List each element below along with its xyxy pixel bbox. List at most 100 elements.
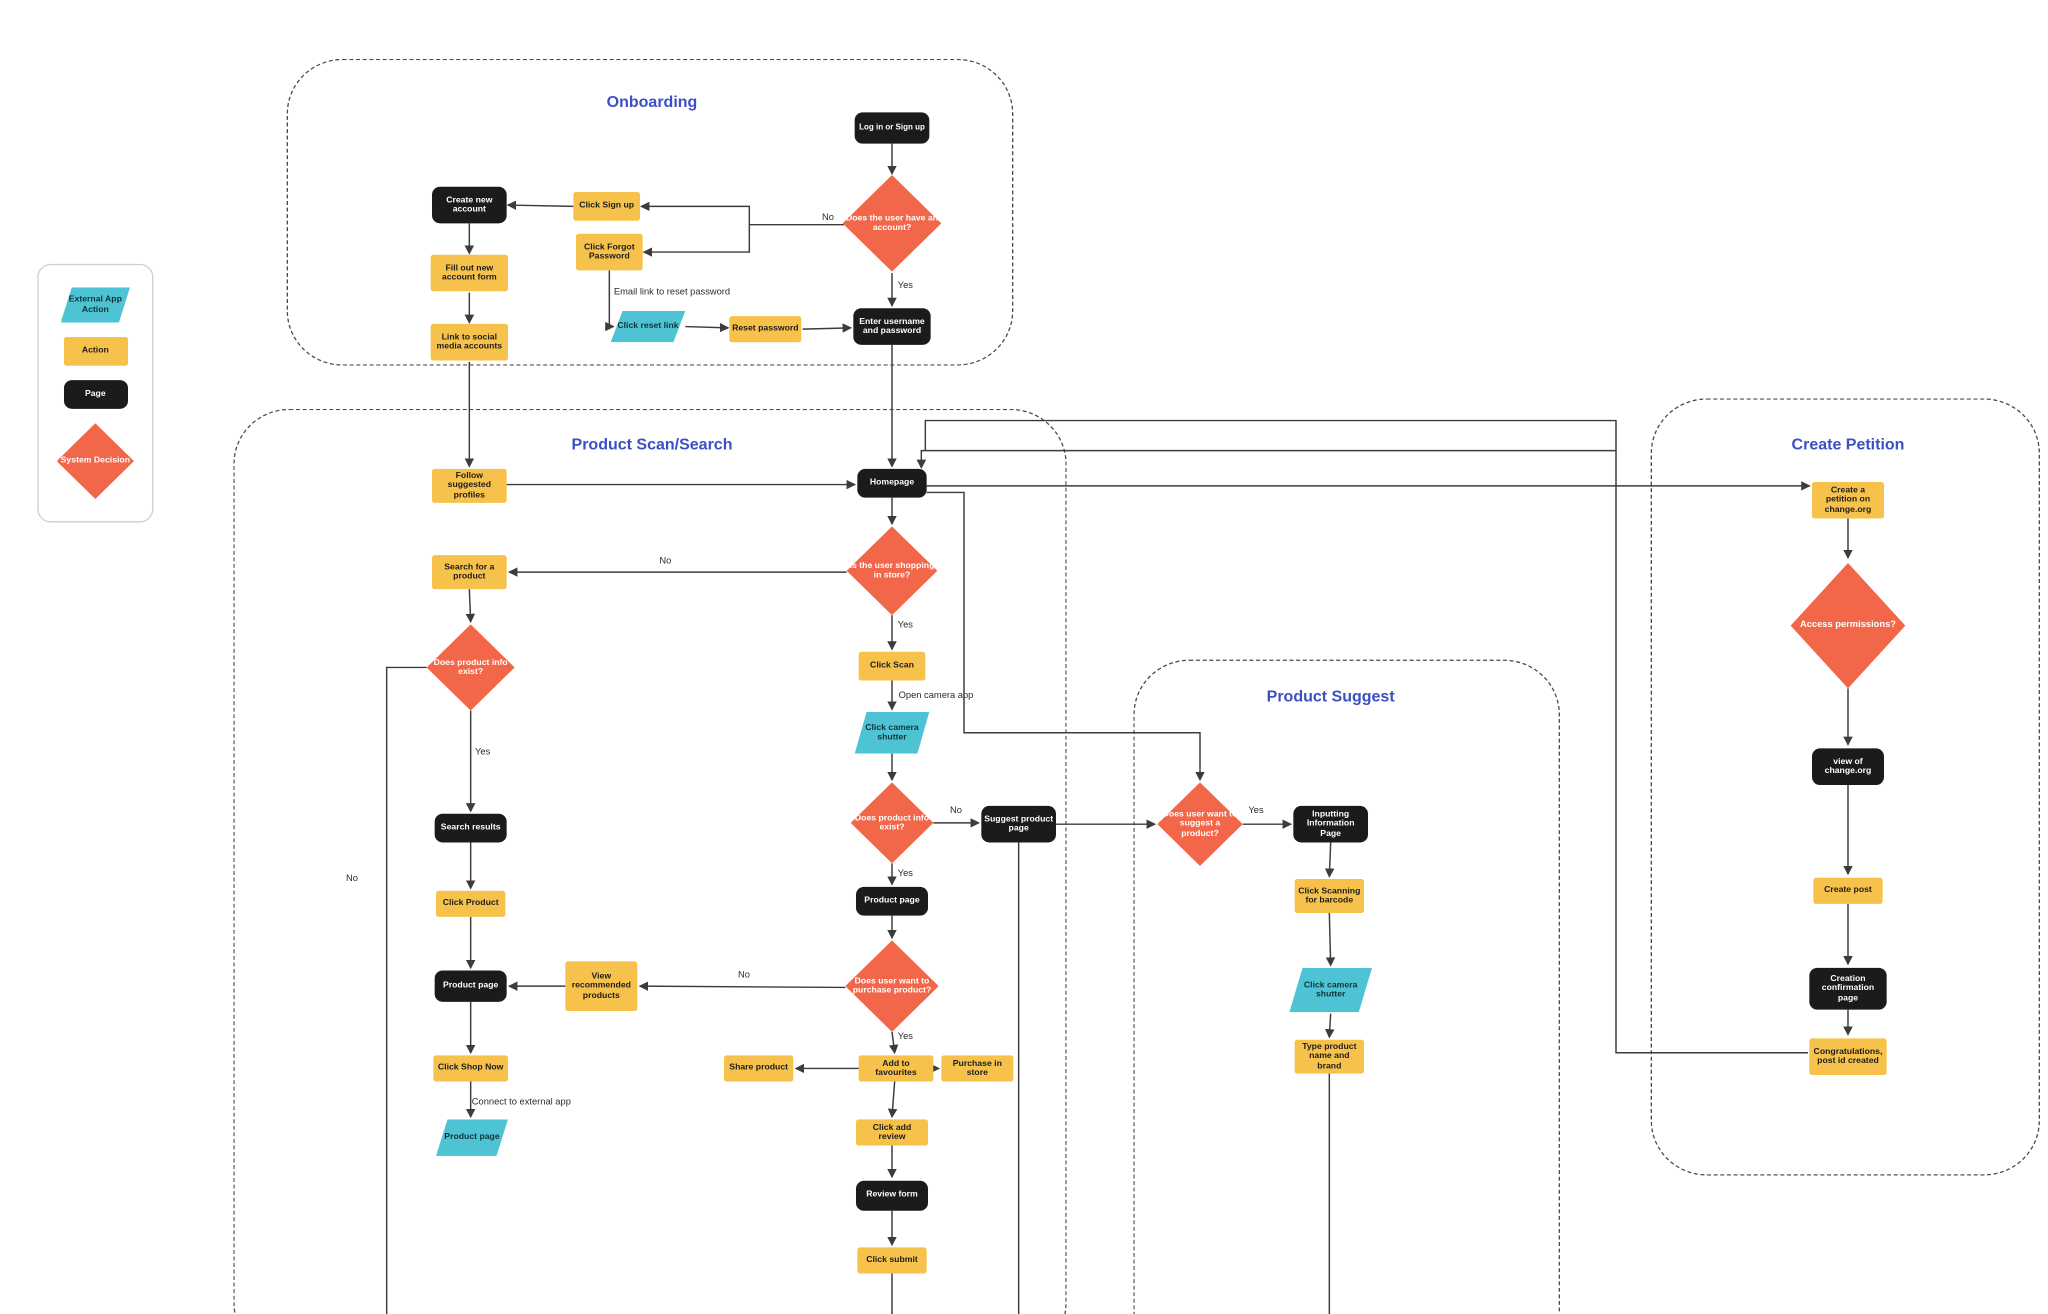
node-camera-shutter-1[interactable]: Click camera shutter bbox=[854, 711, 930, 754]
node-congratulations-post-created[interactable]: Congratulations, post id created bbox=[1809, 1038, 1887, 1075]
node-label: view of change.org bbox=[1824, 757, 1872, 776]
node-click-reset-link[interactable]: Click reset link bbox=[610, 310, 686, 343]
node-label: Click submit bbox=[866, 1255, 918, 1265]
node-label: Inputting Information Page bbox=[1306, 809, 1355, 839]
node-suggest-product-page[interactable]: Suggest product page bbox=[981, 805, 1056, 843]
edge-label-9: Yes bbox=[897, 869, 913, 879]
edge-resetpw-to-credentials bbox=[802, 323, 853, 333]
node-create-account[interactable]: Create new account bbox=[431, 186, 507, 224]
node-label: Log in or Sign up bbox=[859, 123, 925, 132]
node-label: Click Product bbox=[442, 899, 499, 909]
edge-label-5: Open camera app bbox=[898, 691, 974, 701]
node-camera-shutter-2[interactable]: Click camera shutter bbox=[1289, 967, 1372, 1013]
node-click-product[interactable]: Click Product bbox=[435, 890, 506, 917]
node-product-page-center[interactable]: Product page bbox=[855, 886, 928, 916]
edge-congrats-return-homepage bbox=[916, 449, 1808, 1054]
node-label: Create post bbox=[1824, 886, 1872, 896]
node-product-page-left[interactable]: Product page bbox=[434, 970, 507, 1002]
node-click-scanning-barcode[interactable]: Click Scanning for barcode bbox=[1294, 879, 1364, 914]
node-view-recommended[interactable]: View recommended products bbox=[565, 961, 638, 1011]
node-label: Click Scan bbox=[870, 661, 914, 671]
section-product-suggest: Product Suggest bbox=[1133, 659, 1560, 1314]
edge-scanbarcode-to-camera2 bbox=[1325, 912, 1336, 967]
node-label: Fill out new account form bbox=[441, 263, 497, 283]
edge-forgot-to-resetlink bbox=[605, 270, 615, 332]
section-title-onboarding: Onboarding bbox=[606, 92, 698, 112]
node-label: Reset password bbox=[732, 324, 799, 334]
legend-label: External App Action bbox=[68, 295, 122, 315]
node-create-post[interactable]: Create post bbox=[1813, 877, 1883, 904]
section-title-product-suggest: Product Suggest bbox=[1266, 687, 1395, 706]
edge-return-parallel-line bbox=[924, 419, 1617, 451]
node-create-petition-changeorg[interactable]: Create a petition on change.org bbox=[1811, 481, 1884, 519]
edge-searchproduct-to-infoleft bbox=[465, 589, 476, 624]
legend-label: Page bbox=[84, 389, 106, 399]
node-reset-password[interactable]: Reset password bbox=[729, 316, 802, 343]
node-label: Does product info exist? bbox=[433, 657, 508, 677]
node-link-social-accounts[interactable]: Link to social media accounts bbox=[430, 323, 508, 361]
edge-label-6: Yes bbox=[475, 747, 491, 757]
external-app-action-shape: External App Action bbox=[60, 287, 130, 323]
node-click-scan[interactable]: Click Scan bbox=[858, 651, 926, 681]
node-label: Congratulations, post id created bbox=[1813, 1047, 1883, 1066]
node-share-product[interactable]: Share product bbox=[723, 1055, 794, 1082]
node-label: Product page bbox=[442, 981, 499, 991]
node-login[interactable]: Log in or Sign up bbox=[854, 112, 930, 144]
legend-item-system-decision: System Decision bbox=[56, 423, 134, 499]
node-click-signup[interactable]: Click Sign up bbox=[573, 192, 640, 221]
edge-label-8: No bbox=[950, 806, 962, 816]
node-follow-profiles[interactable]: Follow suggested profiles bbox=[431, 468, 507, 503]
node-label: Homepage bbox=[869, 478, 915, 488]
node-label: Type product name and brand bbox=[1302, 1042, 1357, 1071]
node-click-forgot-password[interactable]: Click Forgot Password bbox=[575, 233, 643, 271]
node-label: Does user want to purchase product? bbox=[852, 976, 932, 996]
node-add-to-favourites[interactable]: Add to favourites bbox=[858, 1055, 934, 1082]
node-label: Suggest product page bbox=[984, 814, 1054, 834]
edge-infoleft-no-down bbox=[385, 666, 427, 1314]
node-label: Share product bbox=[729, 1063, 789, 1073]
node-fill-account-form[interactable]: Fill out new account form bbox=[430, 254, 508, 292]
node-enter-credentials[interactable]: Enter username and password bbox=[853, 308, 931, 345]
node-type-product-name[interactable]: Type product name and brand bbox=[1294, 1039, 1364, 1074]
node-purchase-in-store[interactable]: Purchase in store bbox=[941, 1055, 1014, 1082]
node-label: Create new account bbox=[446, 195, 493, 215]
node-label: Click camera shutter bbox=[1303, 980, 1358, 1000]
section-product-scan-search: Product Scan/Search bbox=[233, 408, 1067, 1314]
node-label: Click Forgot Password bbox=[584, 242, 635, 262]
legend-item-action: Action bbox=[63, 336, 128, 366]
node-label: Creation confirmation page bbox=[1821, 974, 1875, 1003]
page-shape: Page bbox=[63, 380, 128, 409]
node-label: Access permissions? bbox=[1799, 620, 1896, 630]
section-title-create-petition: Create Petition bbox=[1791, 434, 1905, 454]
node-creation-confirmation-page[interactable]: Creation confirmation page bbox=[1809, 967, 1887, 1010]
edge-purchase-to-viewrec bbox=[638, 981, 846, 991]
node-label: Link to social media accounts bbox=[436, 332, 503, 352]
node-label: View recommended products bbox=[571, 971, 631, 1001]
edge-label-10: No bbox=[738, 971, 750, 981]
node-view-of-changeorg[interactable]: view of change.org bbox=[1811, 748, 1884, 786]
node-label: Create a petition on change.org bbox=[1824, 486, 1872, 515]
node-label: Click camera shutter bbox=[865, 723, 919, 742]
edge-hasaccount-to-forgot bbox=[642, 224, 751, 257]
node-search-results[interactable]: Search results bbox=[434, 813, 507, 843]
node-label: Search for a product bbox=[444, 562, 495, 582]
node-search-for-product[interactable]: Search for a product bbox=[431, 555, 507, 590]
edge-camera2-to-typeproduct bbox=[1325, 1013, 1335, 1039]
node-click-submit[interactable]: Click submit bbox=[857, 1247, 927, 1274]
node-click-shop-now[interactable]: Click Shop Now bbox=[433, 1055, 508, 1082]
edge-label-2: Email link to reset password bbox=[613, 288, 731, 298]
node-click-add-review[interactable]: Click add review bbox=[855, 1119, 928, 1146]
edge-label-13: Yes bbox=[1248, 806, 1264, 816]
legend-item-page: Page bbox=[63, 380, 128, 409]
node-label: Does user want to suggest a product? bbox=[1162, 809, 1238, 839]
node-product-page-external[interactable]: Product page bbox=[435, 1119, 508, 1156]
node-inputting-information[interactable]: Inputting Information Page bbox=[1293, 805, 1368, 843]
edge-label-3: No bbox=[659, 557, 672, 567]
legend-item-external-app-action: External App Action bbox=[60, 287, 130, 323]
node-label: Review form bbox=[866, 1190, 918, 1200]
node-label: Click Shop Now bbox=[437, 1063, 504, 1073]
section-onboarding: Onboarding bbox=[286, 58, 1014, 366]
node-homepage[interactable]: Homepage bbox=[857, 468, 927, 498]
node-review-form[interactable]: Review form bbox=[855, 1180, 928, 1211]
